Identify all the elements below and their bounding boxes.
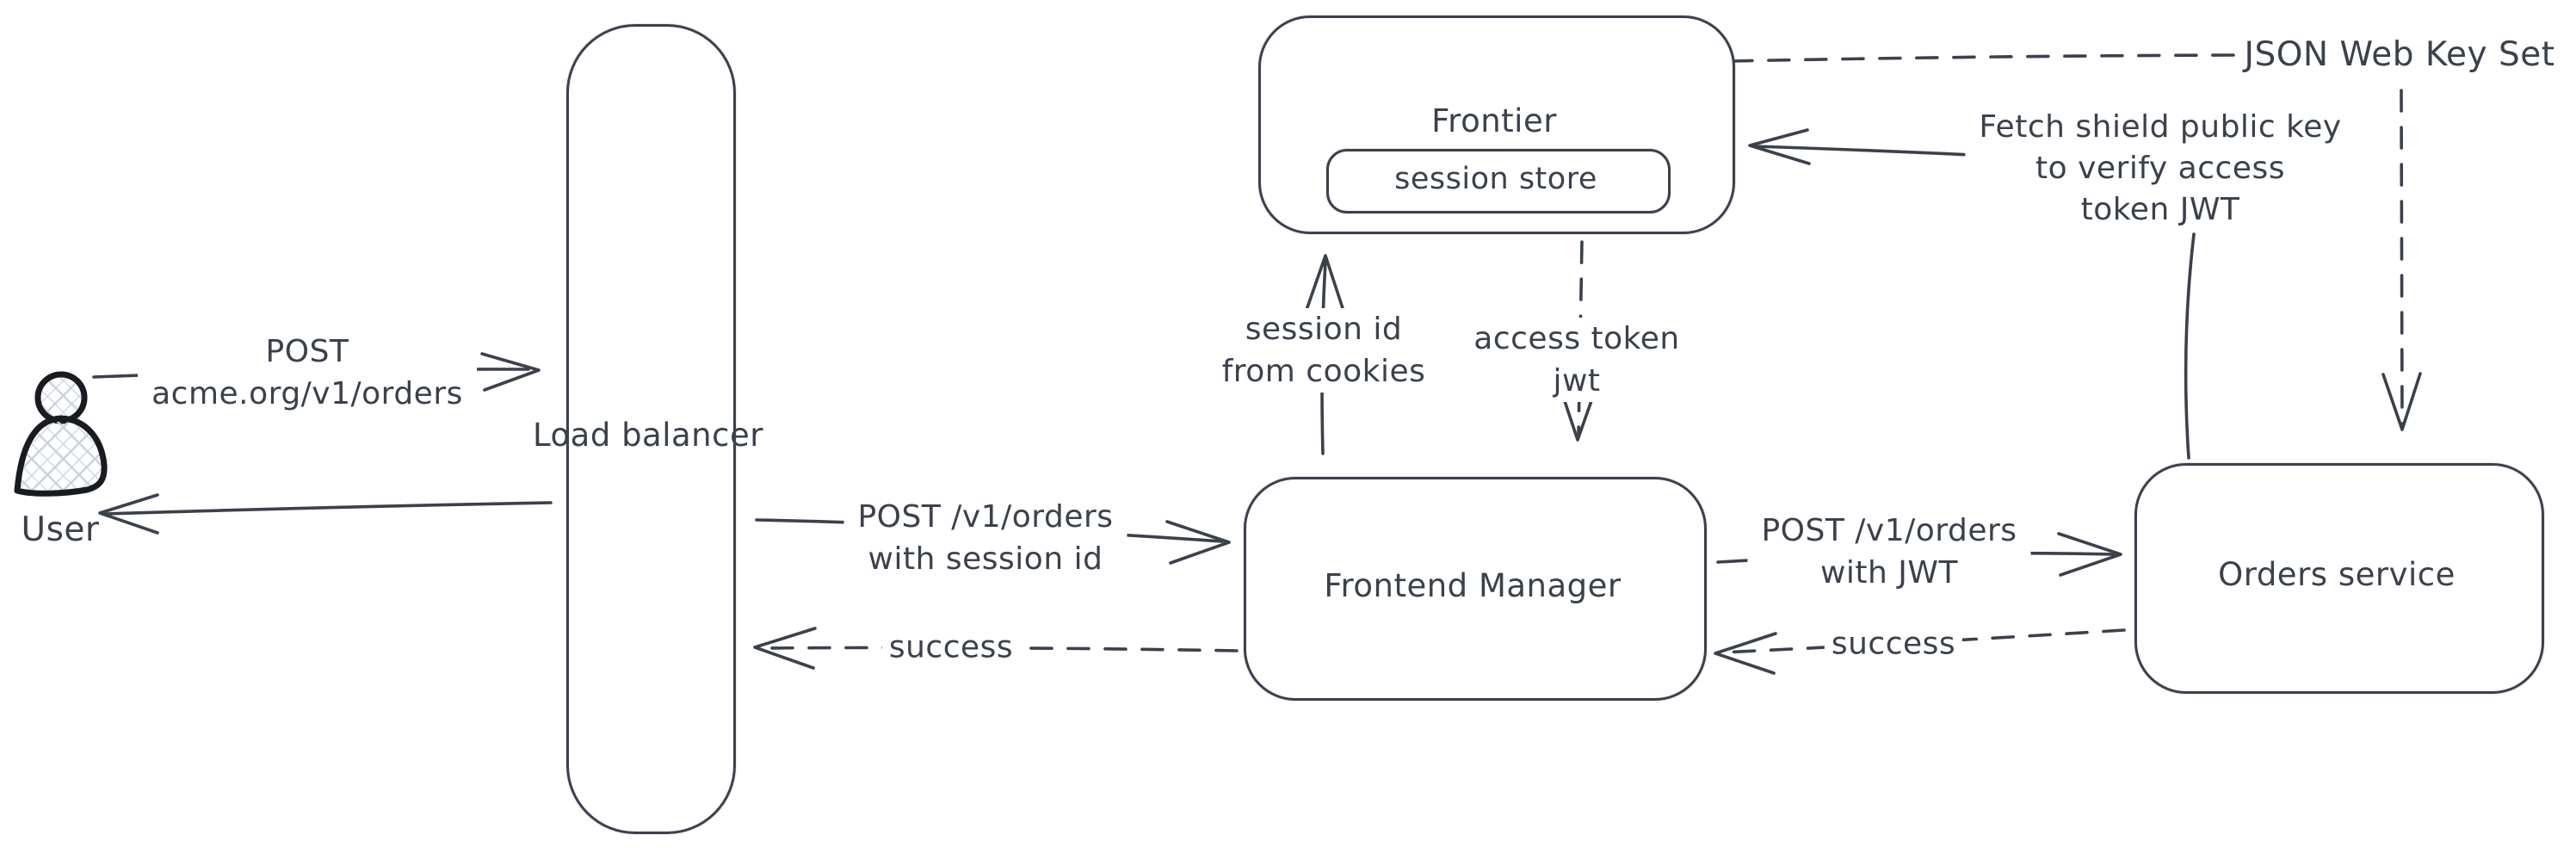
arrow-frontier-to-fm [1558,240,1599,442]
user-icon [14,371,108,497]
arrow-fetchnote-to-frontier [1748,128,1974,165]
load-balancer-label: Load balancer [533,417,763,454]
frontier-label: Frontier [1431,102,1557,139]
edge-label-orders-to-fm-success: success [1824,622,1963,665]
dashed-line-frontier-to-jwks [1730,53,2237,63]
edge-label-session-id: session id from cookies [1208,308,1440,393]
edge-label-lb-to-fm: POST /v1/orders with session id [843,496,1127,580]
edge-label-user-to-lb: POST acme.org/v1/orders [138,331,477,415]
session-store-node [1326,149,1671,213]
jwks-label: JSON Web Key Set [2244,35,2555,74]
orders-service-label: Orders service [2218,556,2456,593]
edge-label-access-token: access token jwt [1460,318,1694,402]
frontend-manager-label: Frontend Manager [1324,567,1622,604]
frontend-manager-node [1244,477,1707,701]
load-balancer-node [566,24,736,834]
user-label: User [21,510,100,549]
line-fetchnote-to-orders [2184,232,2196,460]
session-store-label: session store [1394,162,1597,196]
arrow-lb-to-user [98,493,553,535]
edge-label-fetch-note: Fetch shield public key to verify access… [1965,107,2356,231]
arrow-jwks-to-orders [2381,89,2422,431]
edge-label-fm-to-orders: POST /v1/orders with JWT [1747,510,2031,594]
edge-label-fm-to-lb-success: success [881,626,1021,669]
orders-service-node [2134,463,2544,694]
